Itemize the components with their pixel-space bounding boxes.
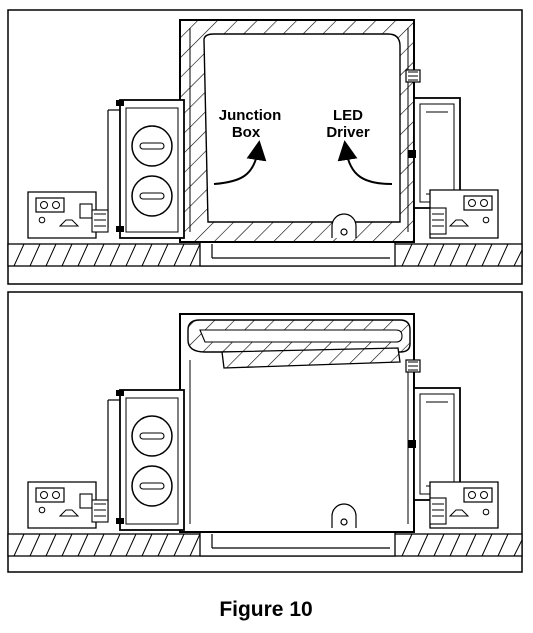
junction-box-bottom (107, 389, 185, 531)
led-driver-label-line2: Driver (326, 124, 370, 141)
right-bracket-bottom (429, 481, 499, 529)
left-bracket-bottom (27, 481, 109, 529)
junction-box-top (107, 99, 185, 239)
right-bracket-top (429, 189, 499, 239)
housing-top (179, 19, 415, 243)
junction-box-label-line1: Junction (219, 107, 282, 124)
top-panel: Junction Box LED Driver (7, 9, 523, 285)
left-bracket-top (27, 191, 109, 239)
bottom-panel (7, 291, 523, 573)
led-driver-label-line1: LED (333, 107, 363, 124)
bottom-panel-frame (7, 291, 523, 573)
figure-caption: Figure 10 (219, 598, 312, 621)
junction-box-arrow (213, 140, 267, 185)
housing-bottom (179, 313, 415, 533)
top-panel-frame (7, 9, 523, 285)
junction-box-label-line2: Box (232, 124, 261, 141)
led-driver-arrow (337, 140, 393, 185)
led-driver-bottom (405, 359, 461, 501)
